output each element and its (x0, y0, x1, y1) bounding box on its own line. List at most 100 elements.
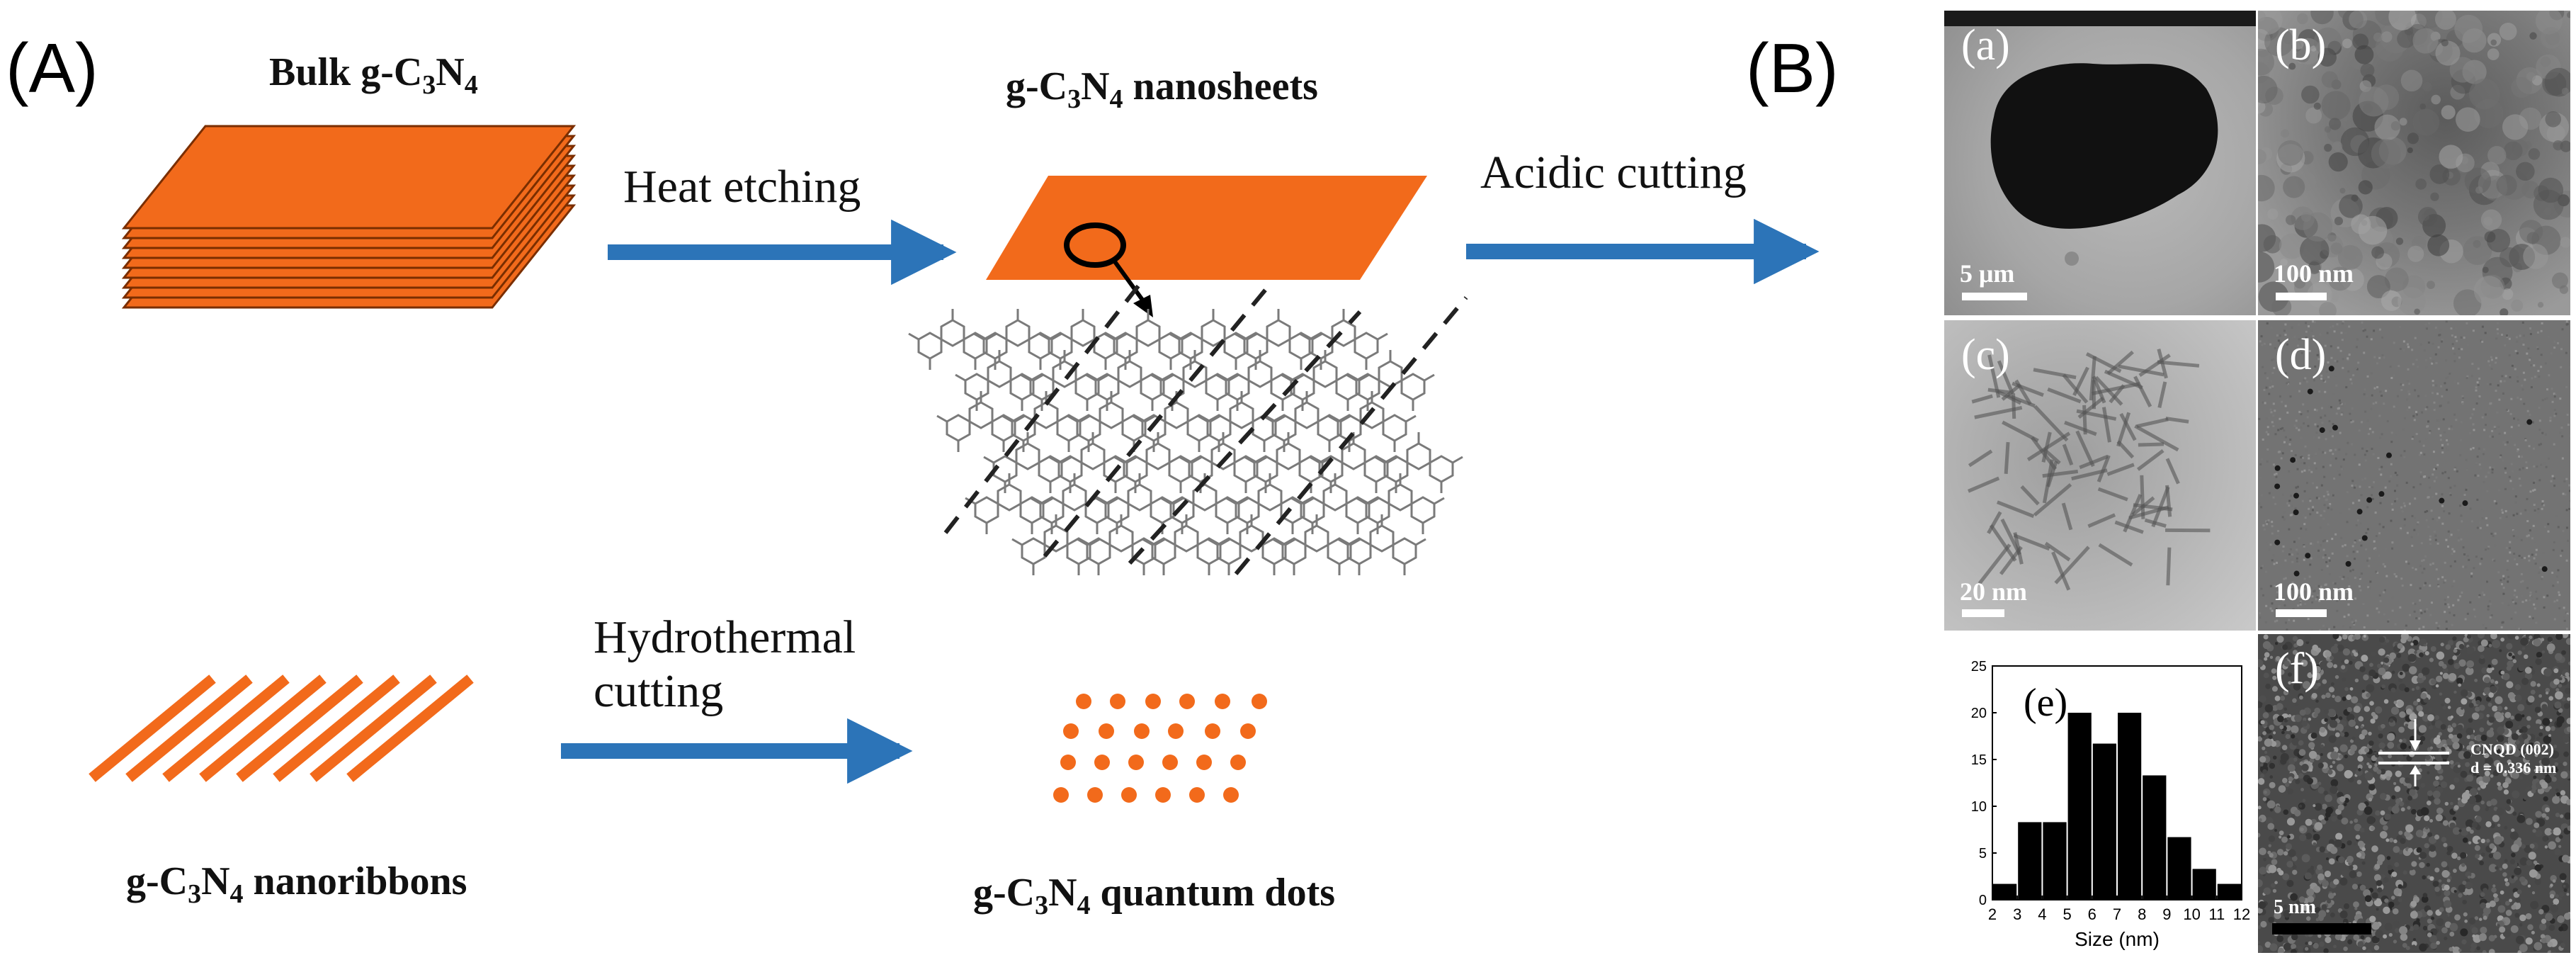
tem-image-d: (d) 100 nm (2258, 320, 2570, 631)
nanoribbon (236, 674, 363, 782)
histogram-xtick-label: 4 (2038, 905, 2046, 923)
panel-a-label: (A) (6, 29, 98, 107)
histogram-ytick-label: 10 (1971, 799, 1987, 815)
quantum-dot (1063, 723, 1079, 739)
quantum-dot (1168, 723, 1184, 739)
nanoribbons-label: g-C3N4 nanoribbons (126, 859, 467, 909)
tem-b-label: (b) (2275, 21, 2327, 69)
histogram-xtick-label: 12 (2233, 905, 2250, 923)
nanosheet-icon (986, 176, 1427, 280)
quantum-dot (1060, 755, 1076, 770)
tem-d-label: (d) (2275, 331, 2327, 379)
tem-a-scalebar (1962, 293, 2027, 300)
histogram-xtick-label: 6 (2088, 905, 2096, 923)
molecular-network-icon (907, 307, 1464, 577)
histogram-xtick-label: 3 (2013, 905, 2021, 923)
histogram-ytick-label: 15 (1971, 752, 1987, 768)
quantum-dot (1155, 787, 1171, 803)
quantum-dot (1053, 787, 1069, 803)
histogram-ytick-label: 25 (1971, 659, 1987, 674)
tem-f-scale: 5 nm (2274, 896, 2316, 918)
tem-f-annotation-2: d = 0.336 nm (2470, 759, 2557, 777)
quantum-dot (1196, 755, 1212, 770)
histogram-bar (2018, 822, 2042, 900)
tem-c-label: (c) (1961, 331, 2010, 379)
histogram-bar (2118, 713, 2142, 900)
histogram-xtick-label: 10 (2183, 905, 2200, 923)
histogram-bar (2043, 822, 2067, 900)
bulk-stack-icon (121, 125, 577, 309)
histogram-bar (2092, 743, 2116, 900)
quantum-dot (1240, 723, 1256, 739)
histogram-xtick-label: 8 (2138, 905, 2146, 923)
histogram-bar (2217, 883, 2241, 900)
quantum-dot (1134, 723, 1150, 739)
quantum-dot (1215, 694, 1230, 709)
tem-b-scalebar (2276, 293, 2327, 300)
nanosheets-label: g-C3N4 nanosheets (1006, 64, 1318, 114)
tem-b-scale: 100 nm (2274, 259, 2354, 288)
quantum-dot (1162, 755, 1178, 770)
tem-image-c: (c) 20 nm (1944, 320, 2256, 631)
nanoribbon (273, 674, 400, 782)
quantum-dot (1099, 723, 1114, 739)
nanoribbon (162, 674, 290, 782)
quantum-dot (1110, 694, 1125, 709)
quantum-dot (1230, 755, 1246, 770)
tem-d-scale: 100 nm (2274, 577, 2354, 606)
cut-lines-icon (943, 282, 1468, 575)
hydrothermal-label: Hydrothermal cutting (594, 611, 856, 717)
panel-b-label: (B) (1746, 29, 1839, 107)
quantum-dot (1128, 755, 1144, 770)
heat-etching-label: Heat etching (623, 161, 861, 213)
tem-image-b: (b) 100 nm (2258, 11, 2570, 315)
magnifier-circle-icon (1064, 222, 1126, 268)
quantum-dot (1223, 787, 1239, 803)
histogram-xtick-label: 11 (2208, 905, 2225, 923)
histogram-xtick-label: 9 (2162, 905, 2171, 923)
nanoribbon (89, 674, 216, 782)
histogram-label: (e) (2024, 681, 2067, 725)
quantum-dot (1205, 723, 1220, 739)
histogram-ytick-label: 5 (1979, 846, 1987, 862)
quantum-dot (1189, 787, 1205, 803)
histogram-ytick-label: 20 (1971, 706, 1987, 721)
panel-a-graphics (89, 125, 1820, 803)
quantum-dot (1087, 787, 1103, 803)
tem-image-f: (f) CNQD (002) d = 0.336 nm 5 nm (2258, 634, 2570, 953)
tem-a-scale: 5 μm (1960, 259, 2015, 288)
acidic-cutting-label: Acidic cutting (1480, 147, 1747, 198)
quantum-dot (1145, 694, 1161, 709)
histogram-xtick-label: 5 (2062, 905, 2071, 923)
magnifier-arrow-icon (1112, 259, 1146, 303)
quantum-dot (1121, 787, 1137, 803)
tem-c-scale: 20 nm (1960, 577, 2028, 606)
nanoribbon (310, 674, 437, 782)
histogram-xtick-label: 2 (1988, 905, 1997, 923)
tem-a-label: (a) (1961, 21, 2010, 69)
tem-f-label: (f) (2275, 645, 2319, 693)
histogram-bar (2192, 869, 2216, 900)
tem-f-annotation-1: CNQD (002) (2470, 740, 2554, 758)
quantum-dot (1094, 755, 1110, 770)
bulk-label: Bulk g-C3N4 (269, 50, 478, 100)
histogram-bar (2067, 713, 2092, 900)
histogram-xlabel: Size (nm) (2075, 928, 2160, 950)
nanoribbon (346, 674, 474, 782)
histogram-bar (1993, 883, 2017, 900)
tem-f-scalebar (2272, 923, 2371, 934)
histogram-bar (2167, 837, 2191, 900)
tem-c-scalebar (1962, 609, 2004, 617)
quantum-dots-label: g-C3N4 quantum dots (973, 871, 1336, 920)
tem-image-a: (a) 5 μm (1944, 11, 2256, 315)
quantum-dot (1179, 694, 1195, 709)
histogram-bar (2143, 775, 2167, 900)
histogram-xtick-label: 7 (2113, 905, 2121, 923)
nanoribbon (199, 674, 327, 782)
quantum-dot (1252, 694, 1267, 709)
quantum-dot (1076, 694, 1091, 709)
quantum-dots-icon (1053, 694, 1267, 803)
histogram-ytick-label: 0 (1979, 893, 1987, 908)
nanoribbons-icon (89, 674, 474, 782)
